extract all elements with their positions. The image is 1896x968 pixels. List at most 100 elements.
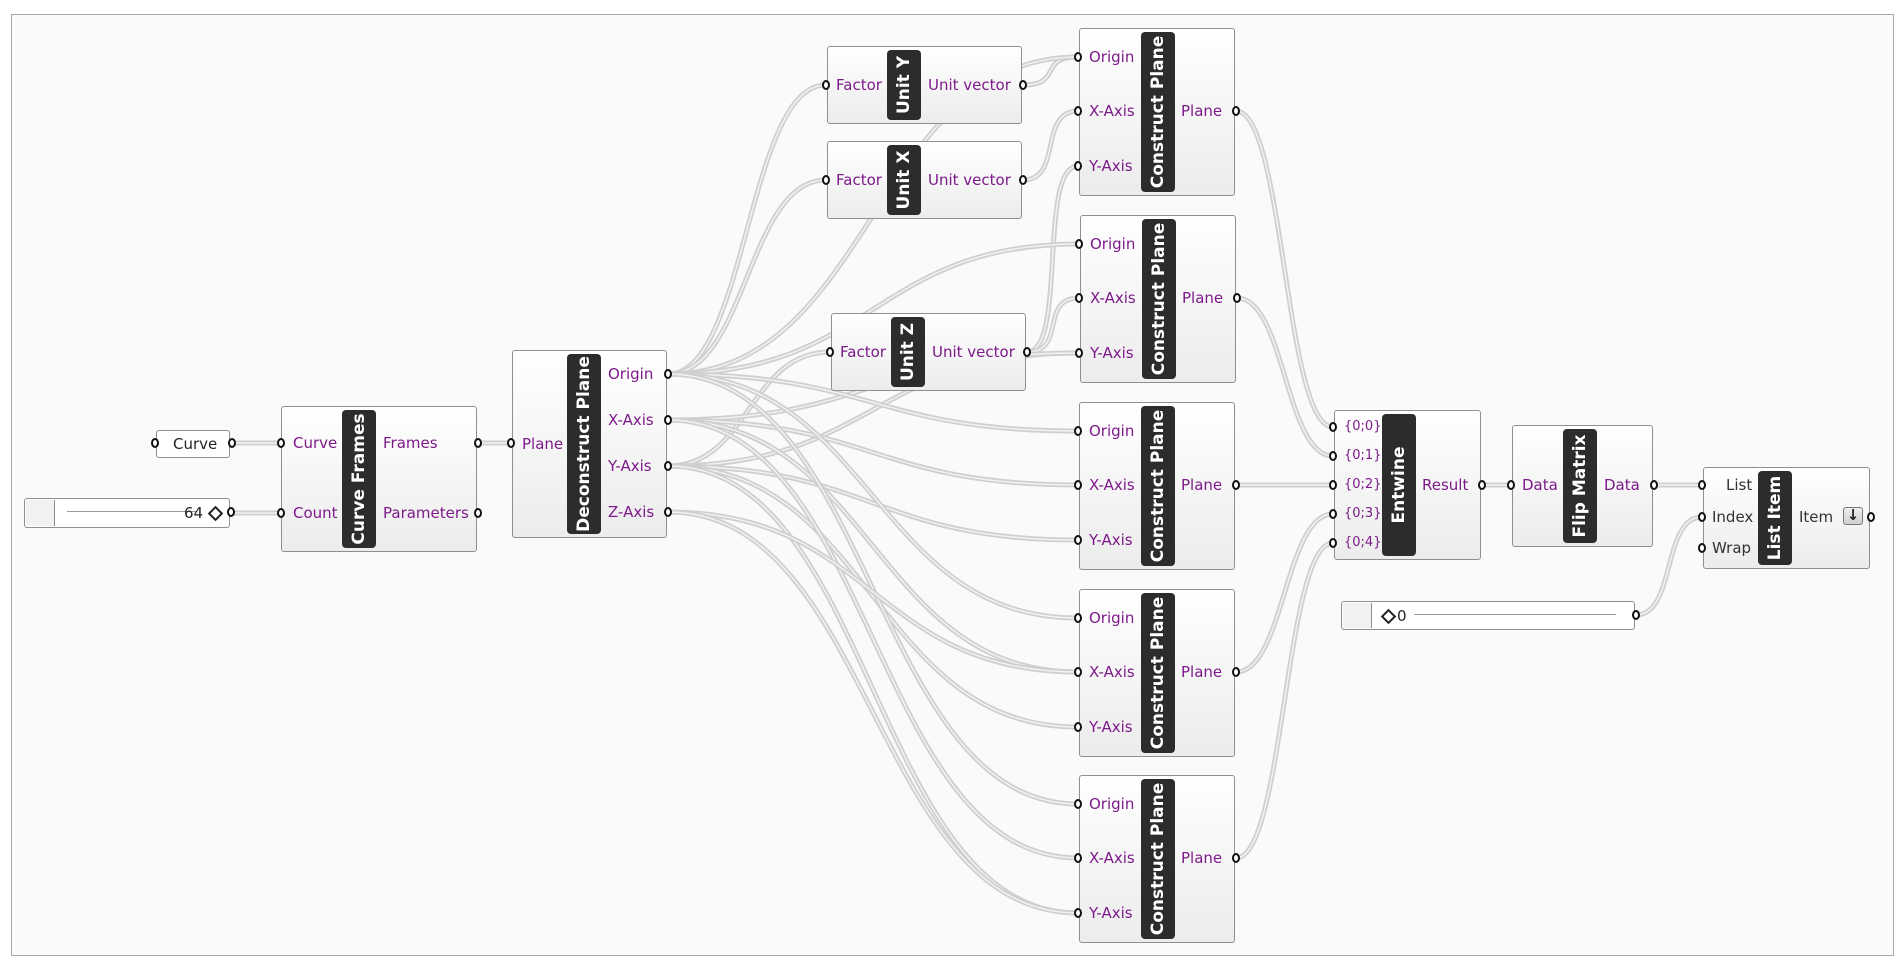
wire-highlight bbox=[667, 465, 1079, 914]
construct-plane-x-axis-port[interactable] bbox=[1075, 293, 1083, 303]
unit-x-factor-port[interactable] bbox=[822, 175, 830, 185]
curve-frames-frames-port[interactable] bbox=[474, 438, 482, 448]
slider-grip[interactable] bbox=[1343, 603, 1372, 628]
count-slider[interactable]: 64 bbox=[24, 498, 230, 528]
flip-matrix-title: Flip Matrix bbox=[1563, 429, 1597, 543]
deconstruct-plane-y-axis-port[interactable] bbox=[664, 461, 672, 471]
construct-plane-origin-port[interactable] bbox=[1074, 52, 1082, 62]
construct-plane-y-axis-port[interactable] bbox=[1074, 535, 1082, 545]
flip-matrix-input-data: Data bbox=[1522, 476, 1558, 494]
construct-plane-plane-port[interactable] bbox=[1232, 480, 1240, 490]
curve-frames-parameters-port[interactable] bbox=[474, 508, 482, 518]
wire-highlight bbox=[667, 419, 1079, 486]
index-slider-output-port[interactable] bbox=[1632, 610, 1640, 620]
entwine-input-port-3[interactable] bbox=[1329, 509, 1337, 519]
wire-highlight bbox=[1235, 110, 1334, 428]
unit-y-factor-port[interactable] bbox=[822, 80, 830, 90]
index-slider-value: 0 bbox=[1397, 607, 1407, 625]
list-item-wrap-port[interactable] bbox=[1698, 543, 1706, 553]
unit-z-title-text: Unit Z bbox=[898, 322, 918, 382]
construct-plane-x-axis-port[interactable] bbox=[1074, 106, 1082, 116]
deconstruct-plane-plane-port[interactable] bbox=[507, 438, 515, 448]
curve-frames-count-port[interactable] bbox=[277, 508, 285, 518]
curve-param-input-port[interactable] bbox=[151, 438, 159, 448]
flip-matrix-data-output-port[interactable] bbox=[1650, 480, 1658, 490]
wire-highlight bbox=[1026, 297, 1080, 353]
list-item-title: List Item bbox=[1758, 471, 1792, 565]
deconstruct-plane-x-axis-port[interactable] bbox=[664, 415, 672, 425]
list-item-input-wrap: Wrap bbox=[1712, 539, 1752, 557]
unit-y-component[interactable] bbox=[827, 46, 1022, 124]
construct-plane-input-x-axis: X-Axis bbox=[1089, 849, 1135, 867]
index-slider[interactable]: 0 bbox=[1341, 601, 1635, 630]
deconstruct-plane-origin-port[interactable] bbox=[664, 369, 672, 379]
curve-frames-curve-port[interactable] bbox=[277, 438, 285, 448]
deconstruct-plane-output-origin: Origin bbox=[608, 365, 654, 383]
curve-param[interactable]: Curve bbox=[156, 430, 230, 458]
flip-matrix-title-text: Flip Matrix bbox=[1570, 434, 1590, 538]
unit-x-component[interactable] bbox=[827, 141, 1022, 219]
construct-plane-origin-port[interactable] bbox=[1074, 799, 1082, 809]
construct-plane-y-axis-port[interactable] bbox=[1074, 161, 1082, 171]
construct-plane-input-origin: Origin bbox=[1089, 48, 1135, 66]
wire-highlight bbox=[1026, 165, 1079, 353]
unit-z-title: Unit Z bbox=[891, 317, 925, 387]
list-item-item-port[interactable] bbox=[1867, 512, 1875, 522]
unit-x-title: Unit X bbox=[887, 145, 921, 215]
entwine-result-port[interactable] bbox=[1478, 480, 1486, 490]
slider-grip[interactable] bbox=[26, 500, 55, 526]
deconstruct-plane-title: Deconstruct Plane bbox=[567, 354, 601, 534]
construct-plane-input-origin: Origin bbox=[1089, 795, 1135, 813]
unit-z-factor-port[interactable] bbox=[826, 347, 834, 357]
construct-plane-title-5: Construct Plane bbox=[1141, 779, 1175, 939]
construct-plane-plane-port[interactable] bbox=[1232, 106, 1240, 116]
count-slider-output-port[interactable] bbox=[227, 507, 235, 517]
list-item-list-port[interactable] bbox=[1698, 480, 1706, 490]
construct-plane-title-1: Construct Plane bbox=[1141, 32, 1175, 192]
construct-plane-y-axis-port[interactable] bbox=[1074, 908, 1082, 918]
construct-plane-y-axis-port[interactable] bbox=[1075, 348, 1083, 358]
unit-y-input-factor: Factor bbox=[836, 76, 882, 94]
construct-plane-y-axis-port[interactable] bbox=[1074, 722, 1082, 732]
entwine-input-port-0[interactable] bbox=[1329, 422, 1337, 432]
entwine-input-port-1[interactable] bbox=[1329, 451, 1337, 461]
count-slider-value: 64 bbox=[184, 504, 204, 522]
entwine-input-port-4[interactable] bbox=[1329, 538, 1337, 548]
construct-plane-x-axis-port[interactable] bbox=[1074, 480, 1082, 490]
construct-plane-plane-port[interactable] bbox=[1232, 667, 1240, 677]
wire-highlight bbox=[667, 465, 1079, 728]
unit-x-title-text: Unit X bbox=[894, 150, 914, 210]
wire-highlight bbox=[667, 351, 831, 467]
construct-plane-origin-port[interactable] bbox=[1074, 426, 1082, 436]
construct-plane-plane-port[interactable] bbox=[1232, 853, 1240, 863]
unit-z-unit-vector-port[interactable] bbox=[1023, 347, 1031, 357]
entwine-input-port-2[interactable] bbox=[1329, 480, 1337, 490]
construct-plane-plane-port[interactable] bbox=[1233, 293, 1241, 303]
list-item-input-list: List bbox=[1726, 476, 1753, 494]
construct-plane-x-axis-port[interactable] bbox=[1074, 853, 1082, 863]
curve-frames-component[interactable] bbox=[281, 406, 477, 552]
construct-plane-x-axis-port[interactable] bbox=[1074, 667, 1082, 677]
construct-plane-title-3: Construct Plane bbox=[1141, 406, 1175, 566]
construct-plane-input-x-axis: X-Axis bbox=[1089, 663, 1135, 681]
construct-plane-input-x-axis: X-Axis bbox=[1089, 102, 1135, 120]
curve-param-output-port[interactable] bbox=[228, 438, 236, 448]
construct-plane-input-origin: Origin bbox=[1089, 609, 1135, 627]
construct-plane-origin-port[interactable] bbox=[1074, 613, 1082, 623]
unit-x-output-unit-vector: Unit vector bbox=[928, 171, 1011, 189]
curve-frames-input-count: Count bbox=[293, 504, 338, 522]
entwine-input-2: {0;2} bbox=[1344, 477, 1382, 492]
construct-plane-title-text: Construct Plane bbox=[1148, 596, 1168, 750]
construct-plane-title-text: Construct Plane bbox=[1148, 409, 1168, 563]
slider-track[interactable] bbox=[1414, 614, 1616, 615]
list-item-shift-arrow-icon[interactable]: ↓ bbox=[1843, 507, 1863, 525]
unit-y-unit-vector-port[interactable] bbox=[1019, 80, 1027, 90]
slider-track[interactable] bbox=[67, 511, 197, 512]
construct-plane-origin-port[interactable] bbox=[1075, 239, 1083, 249]
list-item-index-port[interactable] bbox=[1698, 512, 1706, 522]
unit-x-unit-vector-port[interactable] bbox=[1019, 175, 1027, 185]
flip-matrix-data-input-port[interactable] bbox=[1507, 480, 1515, 490]
slider-diamond-icon bbox=[1380, 608, 1397, 625]
deconstruct-plane-z-axis-port[interactable] bbox=[664, 507, 672, 517]
